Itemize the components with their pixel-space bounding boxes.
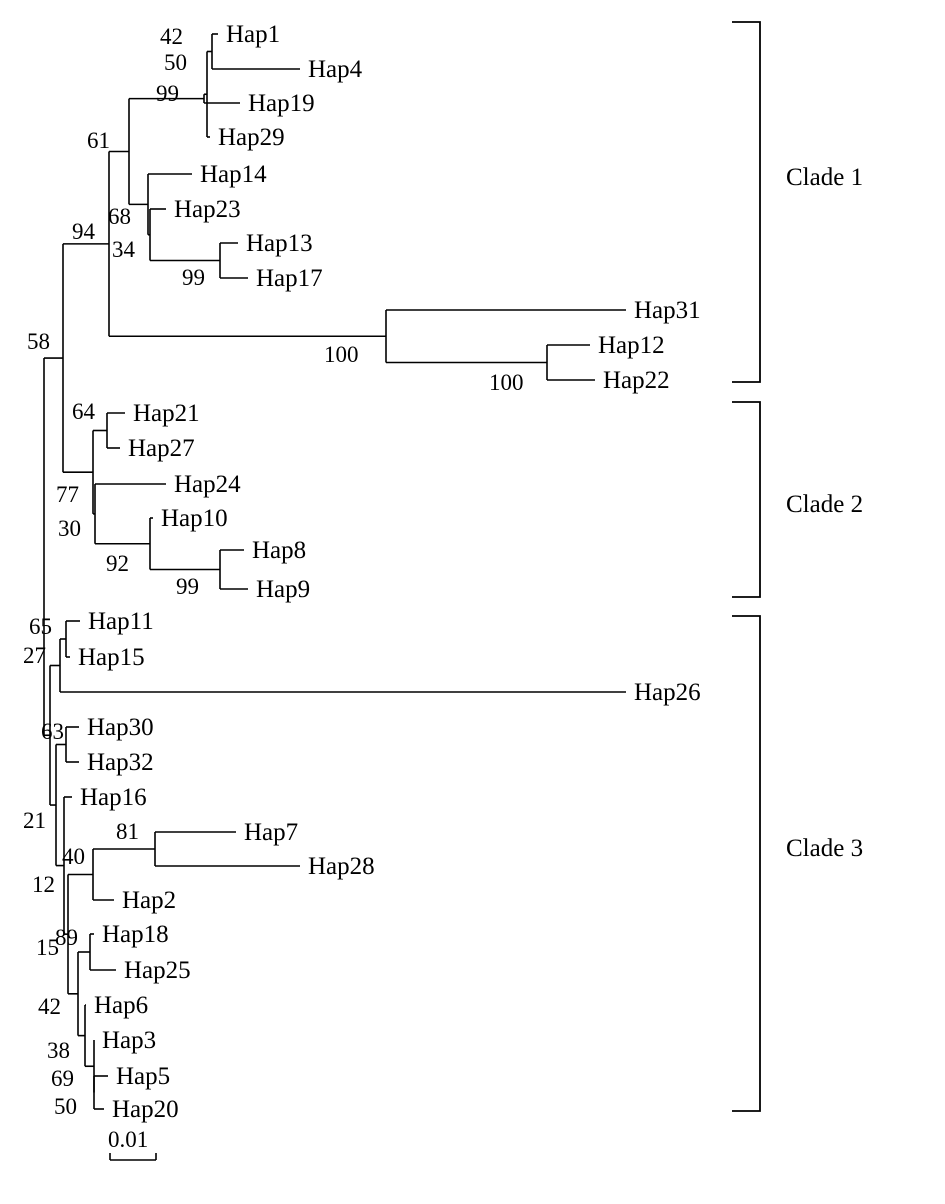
bootstrap-value: 50 <box>54 1094 77 1119</box>
bootstrap-value: 15 <box>36 935 59 960</box>
clade-bracket <box>732 615 761 1112</box>
bootstrap-value: 69 <box>51 1066 74 1091</box>
bootstrap-value: 99 <box>176 574 199 599</box>
bootstrap-value: 63 <box>41 719 64 744</box>
bootstrap-value: 27 <box>23 643 46 668</box>
tip-label: Hap18 <box>102 921 169 948</box>
tip-label: Hap24 <box>174 471 241 498</box>
tip-label: Hap7 <box>244 819 298 846</box>
tip-label: Hap27 <box>128 435 195 462</box>
bootstrap-value: 42 <box>38 994 61 1019</box>
tip-label: Hap25 <box>124 957 191 984</box>
bootstrap-value: 34 <box>112 237 136 262</box>
clade-bracket <box>732 401 761 598</box>
tip-label: Hap17 <box>256 265 323 292</box>
bootstrap-value: 81 <box>116 819 139 844</box>
bootstrap-value: 89 <box>55 925 78 950</box>
bootstrap-value: 61 <box>87 128 110 153</box>
tip-label: Hap28 <box>308 853 375 880</box>
bootstrap-value: 68 <box>108 204 131 229</box>
tip-label: Hap32 <box>87 749 154 776</box>
tip-label: Hap22 <box>603 367 670 394</box>
bootstrap-value: 100 <box>489 370 524 395</box>
bootstrap-value: 50 <box>164 50 187 75</box>
tip-label: Hap14 <box>200 161 267 188</box>
bootstrap-value: 100 <box>324 342 359 367</box>
tip-label: Hap2 <box>122 887 176 914</box>
scale-bar-label: 0.01 <box>108 1127 148 1152</box>
tip-label: Hap11 <box>88 608 154 635</box>
tip-label: Hap20 <box>112 1096 179 1123</box>
bootstrap-value: 58 <box>27 329 50 354</box>
tip-label: Hap26 <box>634 679 701 706</box>
tip-label: Hap21 <box>133 400 200 427</box>
tip-label: Hap5 <box>116 1063 170 1090</box>
bootstrap-value: 92 <box>106 551 129 576</box>
bootstrap-value: 42 <box>160 24 183 49</box>
tip-label: Hap12 <box>598 332 665 359</box>
tip-label: Hap23 <box>174 196 241 223</box>
tip-label: Hap9 <box>256 576 310 603</box>
bootstrap-value: 40 <box>62 844 85 869</box>
bootstrap-value: 99 <box>156 81 179 106</box>
tip-label: Hap1 <box>226 21 280 48</box>
bootstrap-value: 30 <box>58 516 81 541</box>
bootstrap-value: 94 <box>72 219 96 244</box>
tip-label: Hap29 <box>218 124 285 151</box>
bootstrap-labels: 4250999934686110010064999230779465638140… <box>23 24 524 1119</box>
bootstrap-value: 65 <box>29 614 52 639</box>
bootstrap-value: 64 <box>72 399 96 424</box>
tip-label: Hap10 <box>161 505 228 532</box>
clade-label: Clade 1 <box>786 164 863 191</box>
clade-bracket <box>732 21 761 383</box>
tip-label: Hap15 <box>78 644 145 671</box>
bootstrap-value: 21 <box>23 808 46 833</box>
clade-label: Clade 2 <box>786 491 863 518</box>
bootstrap-value: 77 <box>56 482 79 507</box>
clade-brackets: Clade 1 Clade 2 Clade 3 <box>732 21 863 1112</box>
tip-label: Hap16 <box>80 784 147 811</box>
tree-branches <box>43 33 626 1110</box>
tip-label: Hap8 <box>252 537 306 564</box>
bootstrap-value: 38 <box>47 1038 70 1063</box>
tip-label: Hap31 <box>634 297 701 324</box>
bootstrap-value: 12 <box>32 872 55 897</box>
tip-label: Hap4 <box>308 56 363 83</box>
tip-label: Hap19 <box>248 90 315 117</box>
tip-label: Hap6 <box>94 992 148 1019</box>
tip-label: Hap3 <box>102 1027 156 1054</box>
bootstrap-value: 99 <box>182 265 205 290</box>
tip-label: Hap13 <box>246 230 313 257</box>
tip-label: Hap30 <box>87 714 154 741</box>
clade-label: Clade 3 <box>786 835 863 862</box>
